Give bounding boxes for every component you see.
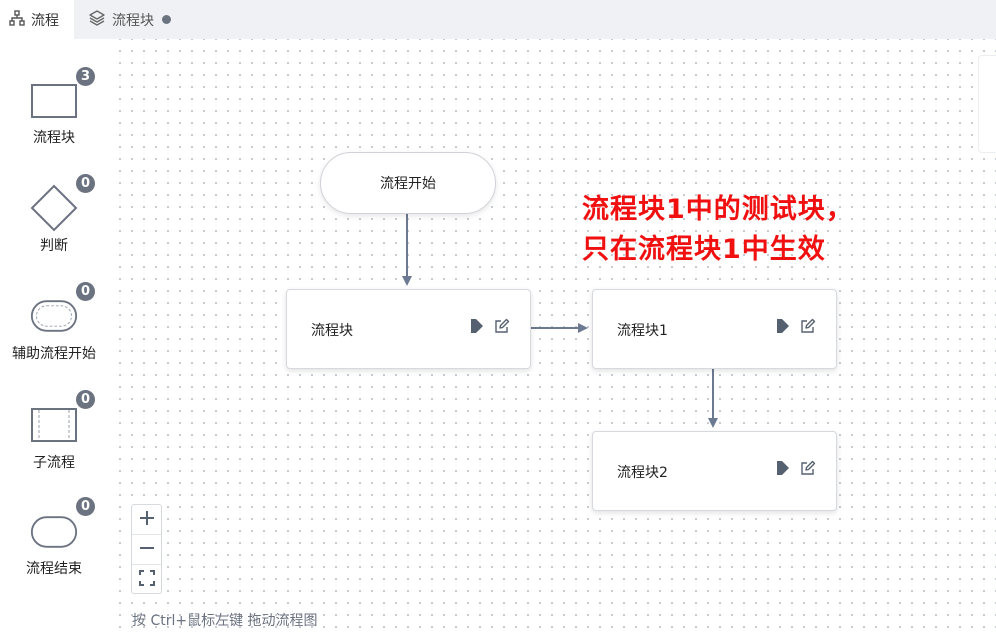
palette-item-decision[interactable]: 0 判断 — [0, 174, 110, 284]
canvas-hint: 按 Ctrl+鼠标左键 拖动流程图 — [132, 613, 318, 629]
diamond-shape-icon — [30, 184, 78, 232]
count-badge: 0 — [76, 390, 95, 409]
start-node[interactable]: 流程开始 — [320, 152, 496, 214]
node-label: 流程块1 — [617, 323, 668, 339]
palette-item-label: 子流程 — [33, 455, 75, 471]
palette-item-flow-block[interactable]: 3 流程块 — [0, 67, 110, 177]
hierarchy-icon — [9, 9, 31, 30]
edit-icon[interactable] — [800, 460, 816, 480]
tab-flow-blocks[interactable]: 流程块 — [88, 0, 171, 39]
palette-item-label: 判断 — [40, 238, 68, 254]
palette-item-aux-start[interactable]: 0 辅助流程开始 — [0, 282, 110, 392]
flow-canvas[interactable] — [110, 39, 996, 635]
palette-item-subprocess[interactable]: 0 子流程 — [0, 390, 110, 501]
subprocess-shape-icon — [30, 401, 78, 449]
annotation-line-1: 流程块1中的测试块， — [582, 194, 854, 225]
minus-icon — [139, 540, 155, 560]
run-icon[interactable] — [776, 318, 790, 338]
zoom-in-button[interactable] — [132, 505, 161, 534]
edit-icon[interactable] — [494, 318, 510, 338]
zoom-separator — [132, 564, 161, 565]
rectangle-shape-icon — [30, 77, 78, 125]
plus-icon — [139, 510, 155, 530]
zoom-out-button[interactable] — [132, 535, 161, 564]
tab-flow[interactable]: 流程 — [0, 0, 74, 39]
tab-bar: 流程 流程块 — [0, 0, 996, 39]
zoom-separator — [132, 534, 161, 535]
annotation-line-2: 只在流程块1中生效 — [582, 234, 826, 265]
start-node-label: 流程开始 — [380, 176, 436, 192]
unsaved-dot-icon — [162, 15, 171, 24]
palette-item-label: 流程结束 — [26, 561, 82, 577]
layers-icon — [88, 9, 112, 31]
edit-icon[interactable] — [800, 318, 816, 338]
node-label: 流程块 — [311, 323, 353, 339]
flow-block-1-node[interactable]: 流程块1 — [592, 289, 837, 369]
flow-block-2-node[interactable]: 流程块2 — [592, 431, 837, 511]
run-icon[interactable] — [470, 318, 484, 338]
count-badge: 0 — [76, 497, 95, 516]
fit-view-button[interactable] — [132, 565, 161, 594]
palette-item-flow-end[interactable]: 0 流程结束 — [0, 497, 110, 608]
count-badge: 0 — [76, 282, 95, 301]
run-icon[interactable] — [776, 460, 790, 480]
node-palette: 3 流程块 0 判断 0 辅助流程开始 0 子流程 — [0, 39, 110, 635]
palette-item-label: 辅助流程开始 — [12, 346, 96, 362]
node-label: 流程块2 — [617, 465, 668, 481]
tab-flow-label: 流程 — [31, 12, 59, 29]
fit-screen-icon — [138, 569, 155, 590]
zoom-controls — [131, 504, 162, 594]
count-badge: 3 — [76, 67, 95, 86]
count-badge: 0 — [76, 174, 95, 193]
rounded-rect-shape-icon — [30, 508, 78, 556]
annotation-text: 流程块1中的测试块， 只在流程块1中生效 — [582, 190, 854, 270]
flow-block-node[interactable]: 流程块 — [286, 289, 531, 369]
tab-flow-blocks-label: 流程块 — [112, 12, 154, 29]
palette-item-label: 流程块 — [33, 130, 75, 146]
double-rounded-rect-icon — [30, 292, 78, 340]
right-side-panel[interactable] — [978, 55, 996, 153]
